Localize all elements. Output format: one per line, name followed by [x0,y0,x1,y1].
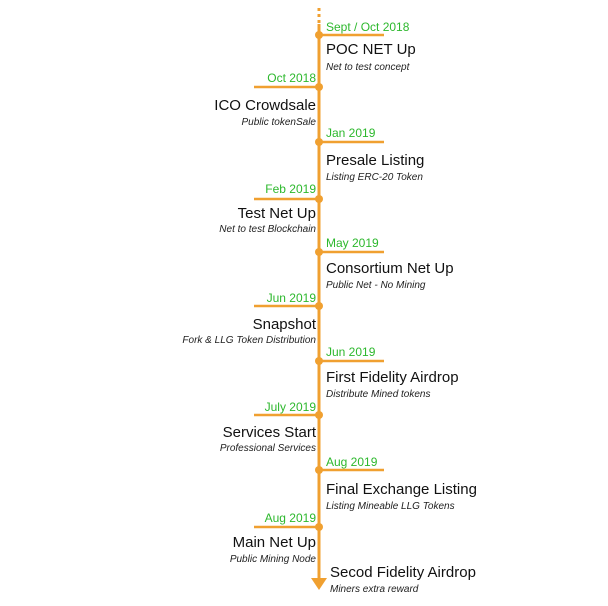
milestone-subtitle: Listing Mineable LLG Tokens [326,501,455,512]
milestone-node [315,138,323,146]
milestone-date: May 2019 [326,236,379,250]
milestone-node [315,411,323,419]
milestone-subtitle: Listing ERC-20 Token [326,172,423,183]
milestone-date: Aug 2019 [326,455,378,469]
milestone-node [315,357,323,365]
milestone-date: Sept / Oct 2018 [326,20,410,34]
milestone-title: Final Exchange Listing [326,481,477,498]
milestone-title: ICO Crowdsale [214,97,316,114]
milestone-subtitle: Professional Services [219,443,316,454]
milestone-title: POC NET Up [326,41,416,58]
milestone-title: Services Start [222,424,316,441]
milestone-subtitle: Distribute Mined tokens [326,389,431,400]
milestone-node [315,248,323,256]
milestone-node [315,523,323,531]
milestone-node [315,195,323,203]
milestone-node [315,466,323,474]
milestone-subtitle: Public Mining Node [229,554,316,565]
milestone-subtitle: Fork & LLG Token Distribution [182,335,316,346]
milestone-title: Consortium Net Up [326,260,454,277]
final-milestone-subtitle: Miners extra reward [330,584,419,595]
milestone-node [315,31,323,39]
milestone-date: Jun 2019 [326,345,376,359]
milestone-subtitle: Net to test Blockchain [219,224,316,235]
milestone-subtitle: Public Net - No Mining [326,280,426,291]
milestone-subtitle: Public tokenSale [241,117,317,128]
milestone-date: Oct 2018 [267,71,316,85]
milestone-date: July 2019 [264,400,316,414]
milestone-date: Jun 2019 [266,291,316,305]
timeline-arrowhead [311,578,327,590]
milestone-title: Test Net Up [237,205,316,222]
milestone-title: Main Net Up [232,534,316,551]
milestone-title: Snapshot [252,316,316,333]
milestone-date: Feb 2019 [265,182,316,196]
milestone-subtitle: Net to test concept [326,62,410,73]
milestone-title: Presale Listing [326,152,425,169]
milestone-node [315,83,323,91]
milestone-node [315,302,323,310]
milestone-date: Jan 2019 [326,126,376,140]
final-milestone-title: Secod Fidelity Airdrop [330,564,476,581]
milestone-date: Aug 2019 [264,511,316,525]
milestone-title: First Fidelity Airdrop [326,369,459,386]
